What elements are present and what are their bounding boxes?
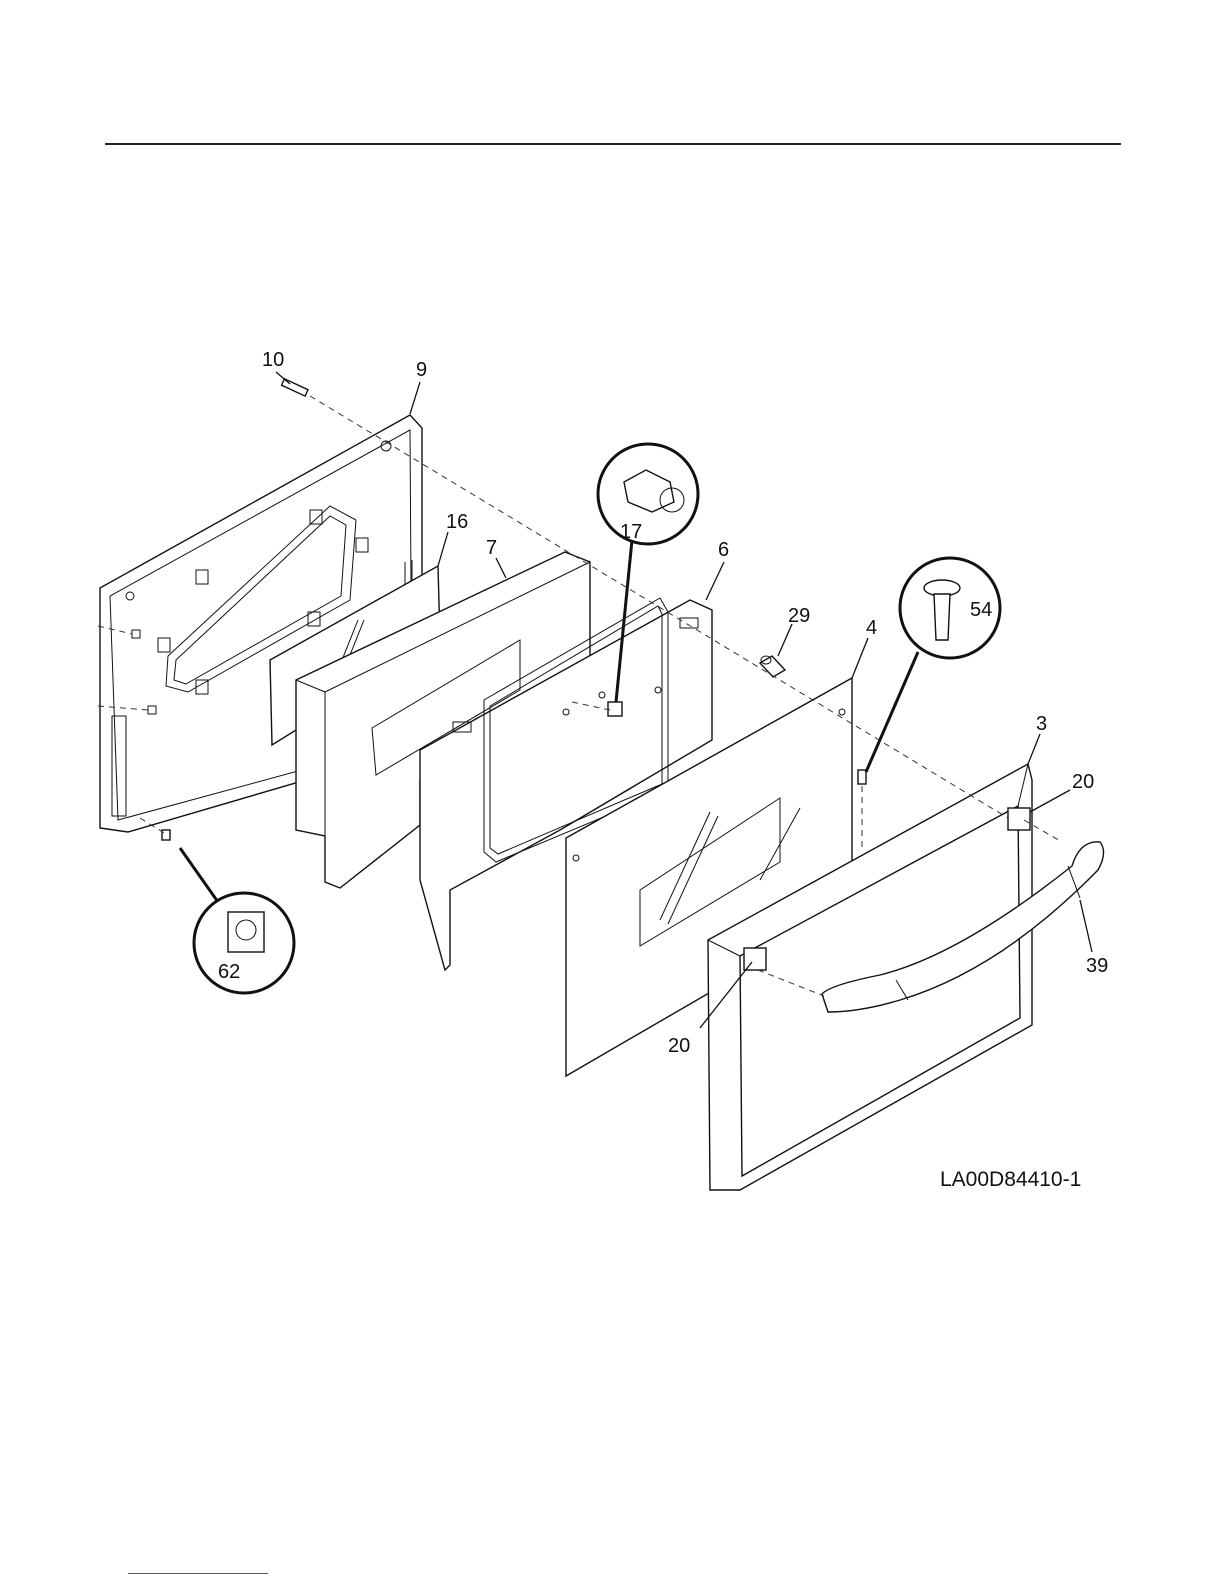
callout-54: 54	[970, 599, 992, 621]
part-17-bumper	[608, 702, 622, 716]
callout-7: 7	[486, 537, 497, 559]
part-29-spacer	[760, 656, 785, 677]
part-62-clip	[162, 830, 170, 840]
callout-20-left: 20	[668, 1035, 690, 1057]
callout-16: 16	[446, 511, 468, 533]
callout-39: 39	[1086, 955, 1108, 977]
callout-29: 29	[788, 605, 810, 627]
callout-17: 17	[620, 521, 642, 543]
callout-3: 3	[1036, 713, 1047, 735]
part-10-screw	[282, 379, 309, 396]
callout-10: 10	[262, 349, 284, 371]
footer-link-underline[interactable]	[128, 1573, 268, 1574]
drawing-code: LA00D84410-1	[940, 1168, 1081, 1191]
callout-62: 62	[218, 961, 240, 983]
callout-6: 6	[718, 539, 729, 561]
callout-4: 4	[866, 617, 877, 639]
detail-circle-54	[866, 558, 1000, 772]
part-54-screw	[858, 770, 866, 784]
callout-20-right: 20	[1072, 771, 1094, 793]
callout-9: 9	[416, 359, 427, 381]
